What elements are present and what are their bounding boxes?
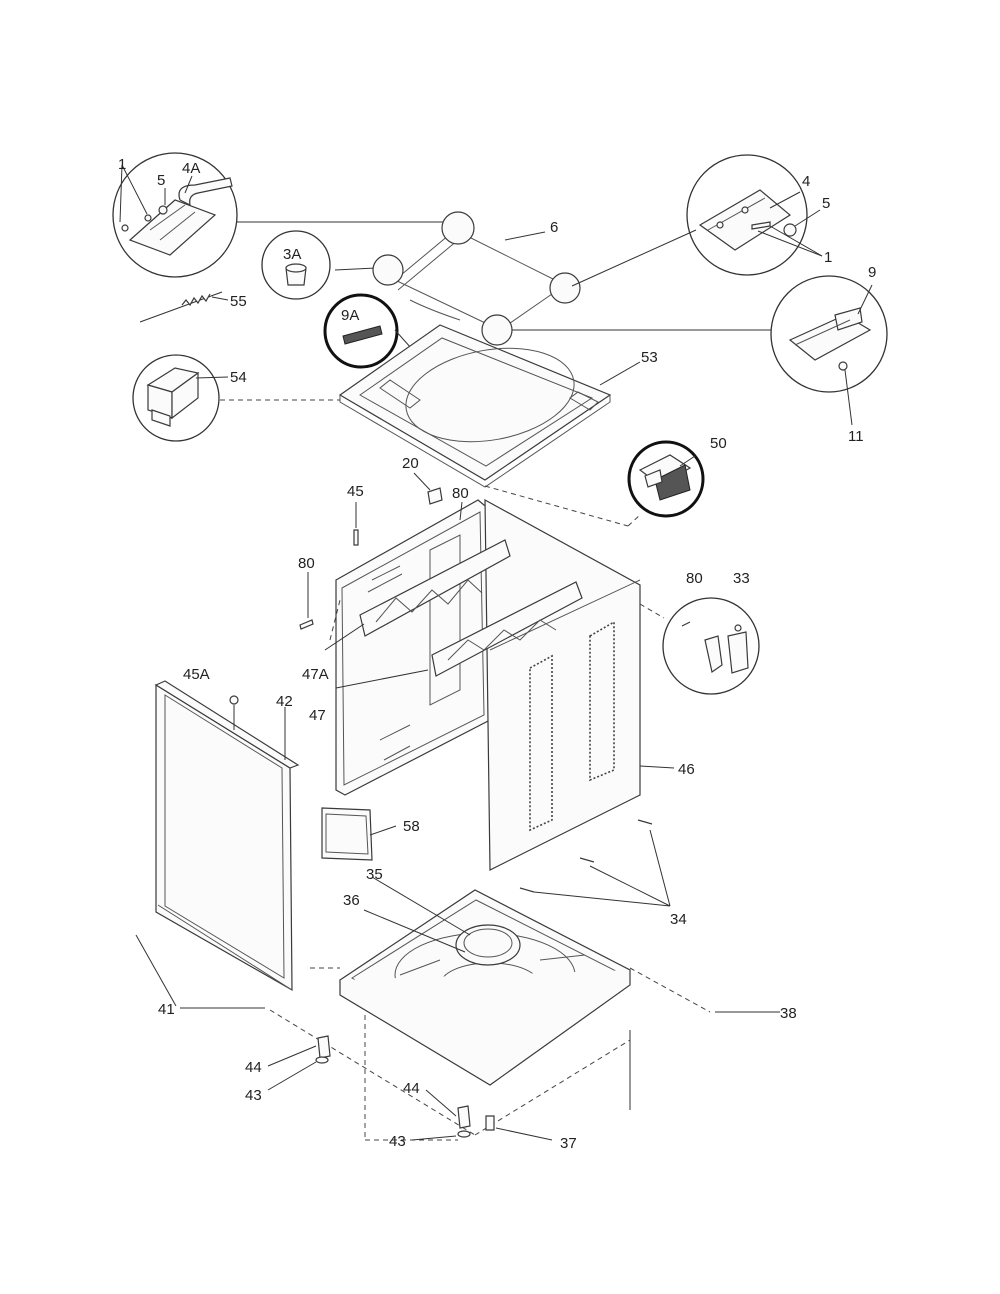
cabinet-side-panel-46: [484, 498, 675, 871]
latch-detail-9A: [323, 293, 399, 369]
leveling-leg-rear: [411, 1089, 471, 1141]
top-cover-53: [338, 324, 641, 488]
label-4A: 4A: [182, 160, 200, 177]
label-47: 47: [309, 707, 326, 724]
label-43b: 43: [389, 1133, 406, 1150]
label-45A: 45A: [183, 666, 210, 683]
foot-37: [485, 1115, 553, 1141]
switch-detail-50: [627, 440, 705, 518]
label-5b: 5: [822, 195, 830, 212]
panel-58: [321, 807, 397, 861]
front-panel-42: [154, 680, 300, 992]
clip-20: [413, 472, 443, 505]
bracket-detail-54: [132, 354, 229, 442]
spring-55: [139, 291, 229, 323]
label-55: 55: [230, 293, 247, 310]
brace-47: [431, 581, 583, 677]
label-41: 41: [158, 1001, 175, 1018]
label-9: 9: [868, 264, 876, 281]
label-33: 33: [733, 570, 750, 587]
screws-34: [519, 819, 671, 907]
ring-36: [363, 876, 521, 966]
label-9A: 9A: [341, 307, 359, 324]
label-6: 6: [550, 219, 558, 236]
label-80c: 80: [686, 570, 703, 587]
screw-45: [353, 502, 359, 546]
label-80a: 80: [452, 485, 469, 502]
brace-47A: [359, 539, 511, 637]
label-34: 34: [670, 911, 687, 928]
label-4: 4: [802, 173, 810, 190]
label-80b: 80: [298, 555, 315, 572]
label-36: 36: [343, 892, 360, 909]
label-5a: 5: [157, 172, 165, 189]
label-1b: 1: [824, 249, 832, 266]
label-50: 50: [710, 435, 727, 452]
label-46: 46: [678, 761, 695, 778]
label-54: 54: [230, 369, 247, 386]
hinge-detail-left: [112, 152, 238, 278]
label-3A: 3A: [283, 246, 301, 263]
label-53: 53: [641, 349, 658, 366]
leveling-leg-front: [267, 1035, 331, 1091]
label-35: 35: [366, 866, 383, 883]
base-38: [338, 889, 632, 1086]
label-43a: 43: [245, 1087, 262, 1104]
label-44b: 44: [403, 1080, 420, 1097]
label-42: 42: [276, 693, 293, 710]
label-58: 58: [403, 818, 420, 835]
label-37: 37: [560, 1135, 577, 1152]
label-45: 45: [347, 483, 364, 500]
label-20: 20: [402, 455, 419, 472]
hinge-detail-right: [686, 154, 823, 276]
lid-assembly: [372, 211, 581, 346]
part-labels: 1 5 4A 4 5 1 6 3A 55 9 11 9A 53 54 50 20…: [118, 156, 876, 1152]
label-47A: 47A: [302, 666, 329, 683]
label-11: 11: [848, 428, 864, 445]
knob-detail-3A: [261, 230, 331, 300]
label-38: 38: [780, 1005, 797, 1022]
label-44a: 44: [245, 1059, 262, 1076]
screw-80-left: [299, 572, 314, 630]
hinge-detail-9: [770, 275, 888, 426]
clip-detail-33: [662, 597, 760, 695]
label-1a: 1: [118, 156, 126, 173]
